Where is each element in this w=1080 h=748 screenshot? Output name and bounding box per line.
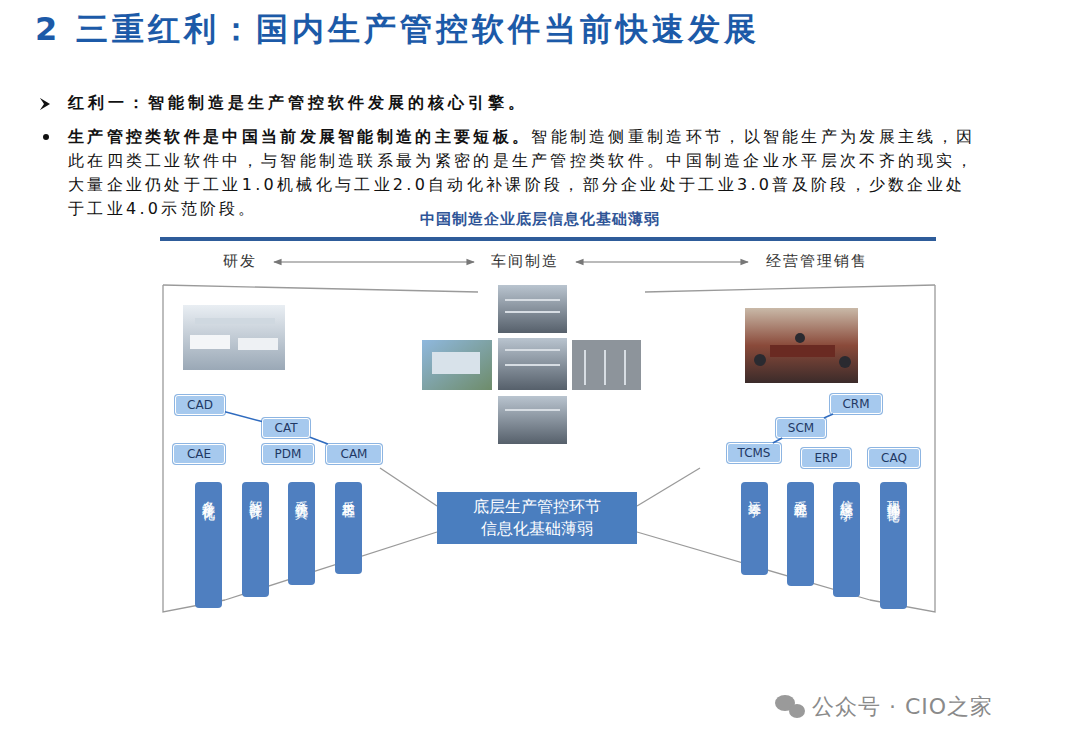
node-text: 系统工程 xyxy=(792,490,810,498)
discipline-bar: 反求工程 xyxy=(335,482,362,574)
bullet-lead: 生产管控类软件是中国当前发展智能制造的主要短板。 xyxy=(68,127,531,146)
node-text: CAM xyxy=(341,447,368,461)
watermark: 公众号 · CIO之家 xyxy=(812,692,993,722)
photo-meeting xyxy=(745,308,858,383)
stage-label: 研发 xyxy=(223,252,257,271)
node-text: 现代管理理论 xyxy=(885,490,903,502)
bullet-paragraph: 生产管控类软件是中国当前发展智能制造的主要短板。智能制造侧重制造环节，以智能生产… xyxy=(68,125,980,221)
software-box: ERP xyxy=(801,448,851,468)
stage-label: 车间制造 xyxy=(491,252,559,271)
node-text: PDM xyxy=(275,447,302,461)
discipline-bar: 现代管理理论 xyxy=(880,482,907,609)
software-box: CRM xyxy=(830,394,882,414)
node-text: CAQ xyxy=(881,451,907,465)
photo-factory xyxy=(422,285,641,444)
discipline-bar: 信息经济学 xyxy=(833,482,860,597)
node-text: 底层生产管控环节 信息化基础薄弱 xyxy=(457,496,617,540)
software-box: CAD xyxy=(175,395,225,415)
bullet-dot xyxy=(43,134,49,140)
discipline-bar: 系统仿真 xyxy=(288,482,315,585)
figure-title: 中国制造企业底层信息化基础薄弱 xyxy=(420,210,660,229)
software-box: TCMS xyxy=(727,443,781,463)
software-box: CAT xyxy=(262,418,310,438)
connector-line xyxy=(310,437,328,444)
bullet-arrow xyxy=(40,98,50,110)
discipline-bar: 智能设计 xyxy=(242,482,269,597)
software-box: CAM xyxy=(326,444,382,464)
node-text: CRM xyxy=(842,397,869,411)
bullet-heading: 红利一：智能制造是生产管控软件发展的核心引擎。 xyxy=(68,93,528,114)
node-text: SCM xyxy=(788,421,814,435)
connector-line xyxy=(824,414,833,418)
node-text: ERP xyxy=(814,451,837,465)
node-text: CAD xyxy=(187,398,213,412)
node-text: TCMS xyxy=(738,446,771,460)
perspective-frame xyxy=(163,285,935,612)
stage-label: 经营管理销售 xyxy=(766,252,868,271)
software-box: PDM xyxy=(262,444,314,464)
wechat-icon xyxy=(775,695,805,718)
software-box: CAQ xyxy=(868,448,920,468)
connector-line xyxy=(773,438,782,443)
core-box: 底层生产管控环节 信息化基础薄弱 xyxy=(437,492,637,544)
discipline-bar: 系统工程 xyxy=(787,482,814,586)
axis-arrow xyxy=(274,261,474,262)
node-text: CAE xyxy=(187,447,211,461)
bullet-arrow-notch xyxy=(40,98,44,110)
node-text: 智能设计 xyxy=(247,490,265,498)
discipline-bar: 运筹学 xyxy=(741,482,768,575)
software-box: SCM xyxy=(776,418,826,438)
slide-title: 2 三重红利：国内生产管控软件当前快速发展 xyxy=(35,8,760,52)
node-text: CAT xyxy=(275,421,298,435)
connector-line xyxy=(225,412,262,422)
node-text: 系统仿真 xyxy=(293,490,311,498)
node-text: 反求工程 xyxy=(340,490,358,498)
discipline-bar: 多学科优化 xyxy=(195,482,222,608)
node-text: 多学科优化 xyxy=(200,490,218,500)
axis-arrow xyxy=(576,261,748,262)
software-box: CAE xyxy=(173,444,225,464)
header-rule xyxy=(160,237,936,241)
photo-lab xyxy=(183,305,285,370)
node-text: 信息经济学 xyxy=(838,490,856,500)
node-text: 运筹学 xyxy=(746,490,764,496)
